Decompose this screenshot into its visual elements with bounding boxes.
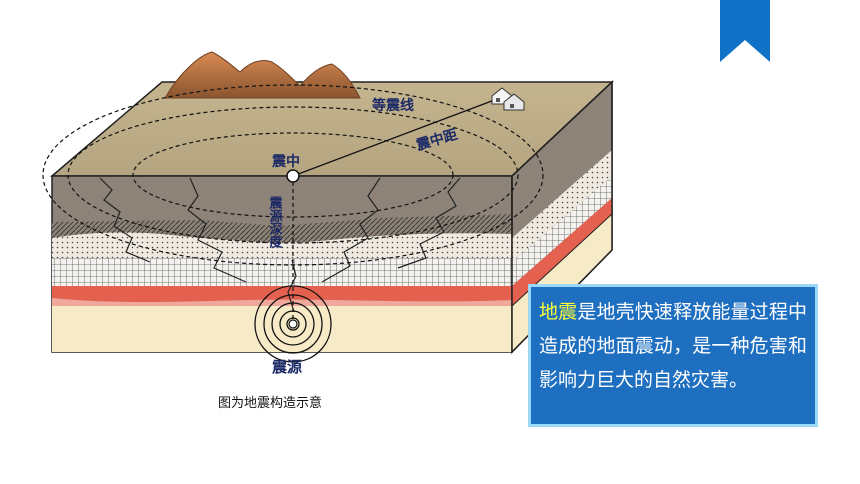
mountain-icon xyxy=(164,51,361,99)
info-box: 地震是地壳快速释放能量过程中造成的地面震动，是一种危害和影响力巨大的自然灾害。 xyxy=(528,284,818,427)
diagram-caption: 图为地震构造示意 xyxy=(218,396,323,411)
label-isoseismal: 等震线 xyxy=(372,97,414,114)
epicenter-point xyxy=(286,169,300,183)
focus-waves xyxy=(254,285,332,363)
info-text: 是地壳快速释放能量过程中造成的地面震动，是一种危害和影响力巨大的自然灾害。 xyxy=(539,301,807,391)
isoseismal-lines xyxy=(42,84,544,266)
label-epicenter: 震中 xyxy=(271,153,300,170)
epicentral-distance-line xyxy=(292,95,506,177)
label-focal-depth: 震源深度 xyxy=(267,196,284,249)
focus-point xyxy=(288,319,298,329)
fault-cracks xyxy=(99,177,461,313)
label-focus: 震源 xyxy=(272,358,302,376)
bookmark-icon xyxy=(720,0,770,62)
info-highlight-term: 地震 xyxy=(539,301,578,323)
house-icon xyxy=(491,87,525,111)
